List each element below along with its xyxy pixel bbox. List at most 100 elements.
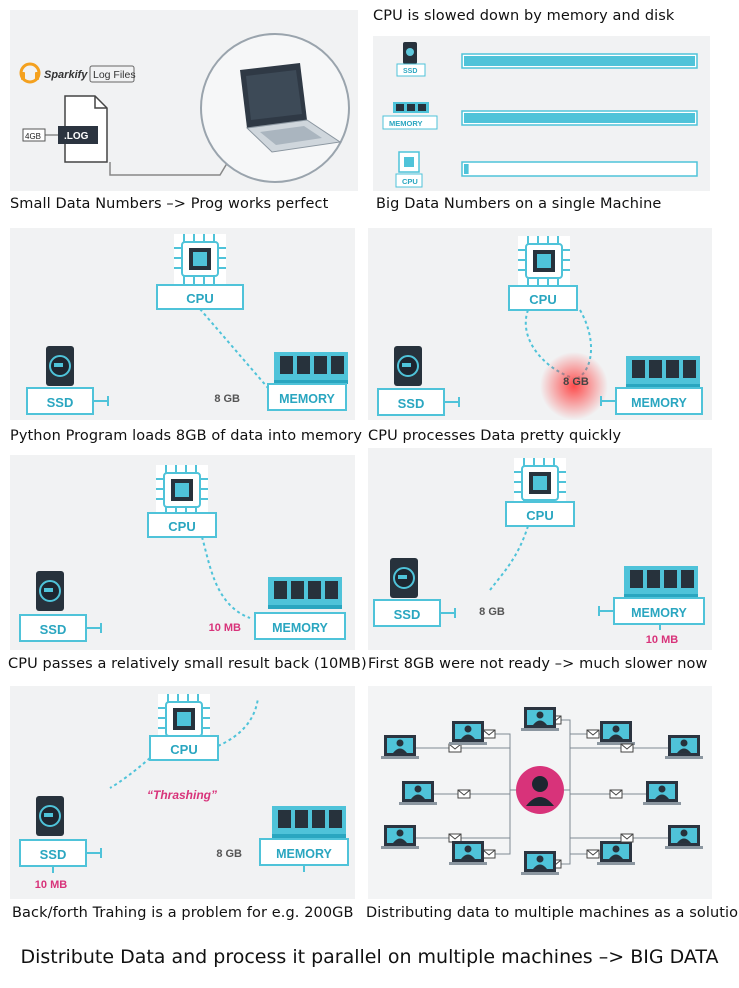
panel-small-data: Sparkify Log Files 4GB .LOG xyxy=(10,10,358,191)
laptop-icon xyxy=(665,735,703,759)
panel-thrashing: CPU “Thrashing” SSD 10 MB MEMORY 8 GB xyxy=(10,686,355,899)
laptop-icon xyxy=(449,721,487,745)
ssd-box xyxy=(19,614,87,642)
cpu-box xyxy=(147,512,217,538)
data-size-8gb: 8 GB xyxy=(479,606,505,618)
laptop-icon xyxy=(665,825,703,849)
caption-p8: Distributing data to multiple machines a… xyxy=(366,905,739,921)
message-envelope-icon xyxy=(609,789,623,799)
memory-box xyxy=(267,383,347,411)
panel-load-8gb: CPU SSD MEMORY 8 GB xyxy=(10,228,355,420)
ssd-label: SSD xyxy=(40,622,67,637)
cpu-chip-icon xyxy=(173,233,227,285)
memory-label: MEMORY xyxy=(279,392,335,406)
laptop-icon xyxy=(521,851,559,875)
panel-distributed xyxy=(368,686,712,899)
result-size-10mb: 10 MB xyxy=(646,634,678,646)
message-envelope-icon xyxy=(586,729,600,739)
caption-p2: Big Data Numbers on a single Machine xyxy=(376,196,662,212)
ssd-drive-icon xyxy=(35,570,65,612)
cpu-label: CPU xyxy=(168,519,195,534)
sparkify-logo: Sparkify Log Files xyxy=(19,62,136,84)
panel-cpu-processes: CPU 8 GB SSD MEMORY xyxy=(368,228,712,420)
ssd-drive-icon xyxy=(393,345,423,387)
cpu-chip-icon xyxy=(155,464,209,516)
ssd-box xyxy=(373,599,441,627)
memory-progress-bar xyxy=(461,110,698,126)
ssd-label: SSD xyxy=(40,847,67,862)
result-size-10mb: 10 MB xyxy=(209,622,241,634)
caption-p7: Back/forth Trahing is a problem for e.g.… xyxy=(12,905,354,921)
message-envelope-icon xyxy=(586,849,600,859)
ram-stick-icon xyxy=(274,352,348,384)
ssd-icon: SSD xyxy=(396,42,426,77)
ssd-drive-icon xyxy=(45,345,75,387)
memory-box xyxy=(254,612,346,640)
caption-p1: Small Data Numbers –> Prog works perfect xyxy=(10,196,329,212)
memory-box xyxy=(259,838,349,866)
message-envelope-icon xyxy=(620,743,634,753)
processing-glow xyxy=(540,352,608,420)
data-size-8gb: 8 GB xyxy=(563,376,589,388)
cpu-icon: CPU xyxy=(395,151,423,188)
laptop-icon xyxy=(643,781,681,805)
laptop-icon xyxy=(521,707,559,731)
data-size-8gb: 8 GB xyxy=(214,393,240,405)
ssd-box xyxy=(377,388,445,416)
cpu-chip-icon xyxy=(513,457,567,509)
cpu-box xyxy=(505,501,575,527)
cpu-box xyxy=(156,284,244,310)
ssd-drive-icon xyxy=(35,795,65,837)
laptop-icon xyxy=(449,841,487,865)
central-user-avatar xyxy=(516,766,564,814)
caption-p3: Python Program loads 8GB of data into me… xyxy=(10,428,363,444)
laptop-icon xyxy=(597,841,635,865)
machine-network xyxy=(381,707,703,875)
cpu-box xyxy=(149,735,219,761)
ram-stick-icon xyxy=(272,806,346,838)
message-envelope-icon xyxy=(620,833,634,843)
laptop-icon xyxy=(381,735,419,759)
log-files-text: Log Files xyxy=(93,69,136,81)
caption-p5: CPU passes a relatively small result bac… xyxy=(8,656,367,672)
memory-small-label: MEMORY xyxy=(389,119,422,128)
cpu-small-label: CPU xyxy=(402,177,418,186)
caption-p2-top: CPU is slowed down by memory and disk xyxy=(373,8,675,24)
laptop-circle xyxy=(200,33,350,183)
log-ext: .LOG xyxy=(64,131,89,142)
ram-stick-icon xyxy=(268,577,342,609)
message-envelope-icon xyxy=(482,729,496,739)
memory-label: MEMORY xyxy=(631,606,687,620)
message-envelope-icon xyxy=(457,789,471,799)
panel-result-back: CPU SSD MEMORY 10 MB xyxy=(10,455,355,650)
footer-conclusion: Distribute Data and process it parallel … xyxy=(20,946,719,968)
memory-label: MEMORY xyxy=(276,847,332,861)
ssd-progress-bar xyxy=(461,53,698,69)
ssd-label: SSD xyxy=(398,396,425,411)
cpu-chip-icon xyxy=(517,235,571,287)
laptop-icon xyxy=(399,781,437,805)
cpu-label: CPU xyxy=(529,292,556,307)
ssd-label: SSD xyxy=(47,395,74,410)
memory-label: MEMORY xyxy=(631,396,687,410)
cpu-box xyxy=(508,285,578,311)
panel-big-data: SSD MEMORY CPU xyxy=(373,36,710,191)
cpu-label: CPU xyxy=(170,742,197,757)
ssd-small-label: SSD xyxy=(403,68,417,75)
laptop-icon xyxy=(381,825,419,849)
cpu-progress-bar xyxy=(461,161,698,177)
laptop-icon xyxy=(597,721,635,745)
caption-p4: CPU processes Data pretty quickly xyxy=(368,428,622,444)
panel-slower: CPU 8 GB SSD MEMORY 10 MB xyxy=(368,448,712,650)
size-4gb: 4GB xyxy=(25,132,41,141)
message-envelope-icon xyxy=(482,849,496,859)
cpu-label: CPU xyxy=(526,508,553,523)
ssd-drive-icon xyxy=(389,557,419,599)
thrashing-label: “Thrashing” xyxy=(147,788,217,802)
message-envelope-icon xyxy=(448,833,462,843)
sparkify-text: Sparkify xyxy=(44,69,88,81)
memory-icon: MEMORY xyxy=(382,102,438,130)
ssd-label: SSD xyxy=(394,607,421,622)
log-file-icon: 4GB .LOG xyxy=(22,95,108,163)
ram-stick-icon xyxy=(624,566,698,598)
